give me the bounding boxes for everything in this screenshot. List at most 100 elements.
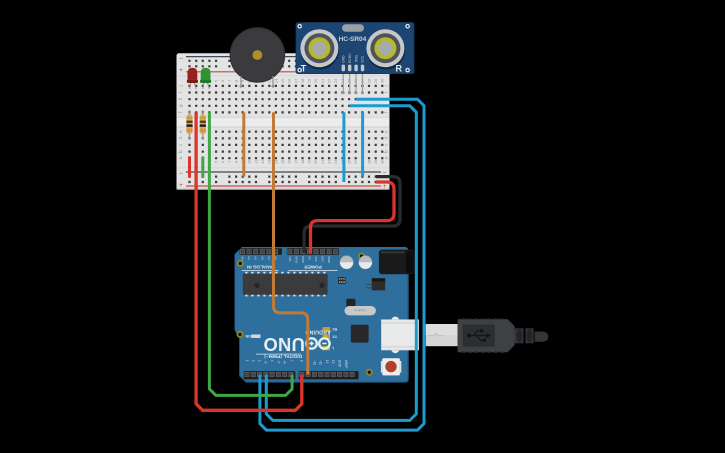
svg-text:3V3: 3V3	[314, 256, 318, 262]
svg-text:5: 5	[214, 79, 219, 82]
svg-text:16MHz: 16MHz	[354, 308, 367, 313]
svg-text:12: 12	[325, 360, 329, 364]
svg-text:~5: ~5	[276, 360, 280, 364]
svg-text:g: g	[178, 104, 183, 107]
svg-text:A4: A4	[247, 256, 251, 260]
svg-text:29: 29	[373, 159, 378, 164]
svg-text:POWER: POWER	[304, 265, 322, 270]
svg-text:e: e	[383, 130, 388, 133]
svg-text:+: +	[179, 182, 183, 189]
svg-text:20: 20	[313, 159, 318, 164]
svg-text:A0: A0	[274, 256, 278, 260]
svg-text:VIN: VIN	[288, 256, 292, 261]
svg-text:j: j	[178, 85, 183, 87]
svg-text:i: i	[383, 92, 388, 93]
svg-text:RST: RST	[321, 256, 325, 262]
svg-text:4: 4	[270, 360, 274, 362]
svg-text:30: 30	[380, 159, 385, 164]
svg-text:f: f	[178, 111, 183, 113]
svg-text:15: 15	[280, 78, 285, 83]
svg-text:A3: A3	[254, 256, 258, 260]
svg-text:10: 10	[247, 159, 252, 164]
svg-text:GND: GND	[294, 256, 298, 264]
svg-text:17: 17	[293, 78, 298, 83]
svg-text:7: 7	[227, 160, 232, 163]
svg-text:~11: ~11	[319, 360, 323, 365]
svg-text:24: 24	[340, 159, 345, 164]
svg-text:T: T	[301, 64, 307, 74]
svg-text:ARDUINO: ARDUINO	[305, 329, 331, 335]
svg-text:+: +	[383, 183, 387, 190]
svg-text:A1: A1	[267, 256, 271, 260]
svg-text:24: 24	[340, 78, 345, 83]
svg-text:12: 12	[260, 159, 265, 164]
svg-text:13: 13	[331, 360, 335, 364]
svg-text:−: −	[179, 171, 183, 177]
svg-text:GND: GND	[301, 256, 305, 264]
svg-text:14: 14	[273, 159, 278, 164]
svg-text:AREF: AREF	[344, 360, 348, 369]
svg-text:2: 2	[257, 360, 261, 362]
svg-text:23: 23	[333, 159, 338, 164]
svg-text:14: 14	[273, 78, 278, 83]
svg-text:A5: A5	[241, 256, 245, 260]
svg-text:GND: GND	[342, 55, 346, 63]
svg-text:30: 30	[380, 78, 385, 83]
svg-text:6: 6	[220, 160, 225, 163]
svg-text:8: 8	[233, 79, 238, 82]
svg-text:TX: TX	[332, 335, 337, 339]
svg-text:28: 28	[366, 159, 371, 164]
svg-text:~6: ~6	[283, 360, 287, 364]
svg-text:VCC: VCC	[361, 55, 365, 63]
svg-text:15: 15	[280, 159, 285, 164]
svg-text:~3: ~3	[264, 360, 268, 364]
svg-text:b: b	[178, 150, 183, 153]
svg-text:7: 7	[227, 79, 232, 82]
svg-text:A2: A2	[260, 256, 264, 260]
svg-text:i: i	[178, 92, 183, 93]
svg-text:h: h	[178, 97, 183, 100]
svg-text:21: 21	[320, 78, 325, 83]
svg-text:TRIG: TRIG	[354, 54, 358, 62]
svg-text:9: 9	[240, 79, 245, 82]
svg-text:20: 20	[313, 78, 318, 83]
svg-text:R: R	[396, 64, 403, 74]
svg-text:16: 16	[287, 159, 292, 164]
svg-text:29: 29	[373, 78, 378, 83]
svg-text:8: 8	[300, 360, 304, 362]
svg-text:b: b	[383, 150, 388, 153]
svg-text:5V: 5V	[307, 256, 311, 260]
svg-text:11: 11	[253, 159, 258, 164]
svg-text:23: 23	[333, 78, 338, 83]
svg-text:d: d	[178, 137, 183, 140]
svg-text:22: 22	[327, 159, 332, 164]
svg-text:16: 16	[287, 78, 292, 83]
svg-text:DIGITAL (PWM~): DIGITAL (PWM~)	[264, 353, 302, 359]
svg-text:c: c	[383, 143, 388, 146]
svg-text:−: −	[383, 171, 387, 177]
svg-text:19: 19	[307, 159, 312, 164]
svg-text:RX: RX	[332, 327, 338, 331]
svg-text:22: 22	[327, 78, 332, 83]
svg-text:8: 8	[233, 160, 238, 163]
svg-text:19: 19	[307, 78, 312, 83]
svg-text:−: −	[179, 56, 183, 62]
svg-text:L: L	[331, 346, 334, 350]
svg-text:UNO: UNO	[263, 334, 305, 355]
svg-text:7: 7	[289, 360, 293, 362]
svg-text:1: 1	[245, 360, 249, 362]
svg-text:~10: ~10	[312, 360, 316, 366]
svg-text:0: 0	[251, 360, 255, 362]
svg-text:+: +	[179, 67, 183, 74]
svg-text:d: d	[383, 137, 388, 140]
svg-text:21: 21	[320, 159, 325, 164]
svg-text:j: j	[383, 85, 388, 87]
svg-text:ECHO: ECHO	[348, 53, 352, 63]
svg-text:f: f	[383, 111, 388, 113]
svg-text:IORF: IORF	[327, 256, 331, 263]
svg-text:13: 13	[267, 78, 272, 83]
svg-text:25: 25	[347, 78, 352, 83]
svg-text:13: 13	[267, 159, 272, 164]
svg-text:25: 25	[347, 159, 352, 164]
svg-text:a: a	[178, 156, 183, 159]
